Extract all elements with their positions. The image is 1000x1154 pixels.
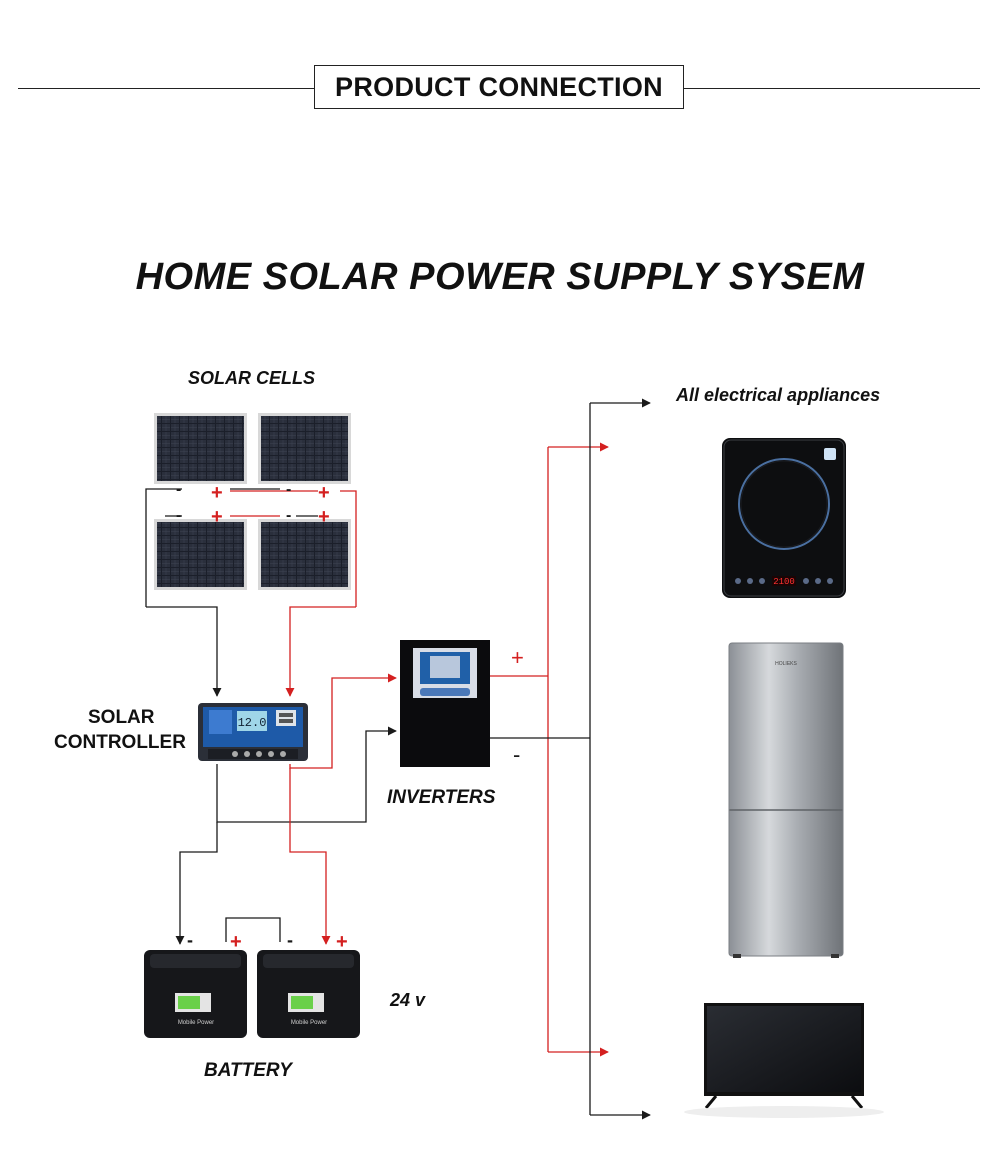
polarity-plus: +	[318, 482, 330, 504]
battery-polarity-marks: - + - +	[187, 930, 348, 953]
refrigerator-appliance: HOLIEKS	[728, 642, 844, 958]
solar-panel-bottom-left	[154, 519, 247, 590]
inverter-output-wiring	[490, 398, 651, 1120]
solar-controller: 12.0	[198, 703, 308, 761]
panel-wiring	[145, 488, 357, 697]
polarity-minus: -	[513, 742, 520, 767]
cooktop-display-readout: 2100	[773, 577, 795, 587]
polarity-plus: +	[318, 506, 330, 528]
polarity-minus: -	[287, 930, 293, 950]
inverter	[400, 640, 490, 767]
induction-cooktop-appliance: 2100	[722, 438, 846, 598]
battery-brand-text: Mobile Power	[291, 1020, 327, 1026]
controller-inverter-wiring	[216, 673, 397, 823]
battery-brand-text: Mobile Power	[178, 1020, 214, 1026]
polarity-minus: -	[286, 481, 291, 498]
page-title: HOME SOLAR POWER SUPPLY SYSEM	[135, 256, 865, 298]
voltage-label: 24 v	[390, 990, 426, 1010]
polarity-plus: +	[230, 931, 242, 953]
solar-controller-label-line1: SOLAR	[88, 707, 155, 728]
inverters-label: INVERTERS	[387, 787, 496, 808]
section-header: PRODUCT CONNECTION	[314, 65, 684, 109]
polarity-plus: +	[336, 931, 348, 953]
battery-right: Mobile Power	[257, 950, 360, 1038]
solar-panel-bottom-right	[258, 519, 351, 590]
polarity-plus: +	[211, 482, 223, 504]
polarity-plus: +	[211, 506, 223, 528]
appliances-label: All electrical appliances	[676, 385, 881, 405]
solar-controller-label-line2: CONTROLLER	[54, 732, 186, 753]
television-appliance	[684, 1003, 884, 1118]
fridge-brand: HOLIEKS	[775, 661, 797, 667]
controller-battery-wiring	[175, 768, 331, 945]
panel-polarity-marks: - + - + - + - +	[176, 481, 330, 528]
battery-left: Mobile Power	[144, 950, 247, 1038]
polarity-minus: -	[286, 507, 291, 524]
solar-cells-label: SOLAR CELLS	[188, 368, 316, 388]
battery-label: BATTERY	[204, 1060, 292, 1081]
header-rule-right	[684, 88, 980, 89]
polarity-minus: -	[176, 507, 181, 524]
inverter-polarity-marks: + -	[511, 645, 524, 767]
solar-panel-top-left	[154, 413, 247, 484]
polarity-minus: -	[176, 481, 181, 498]
polarity-minus: -	[187, 930, 193, 950]
controller-display-readout: 12.0	[238, 716, 267, 730]
polarity-plus: +	[511, 645, 524, 670]
header-rule-left	[18, 88, 314, 89]
solar-panel-top-right	[258, 413, 351, 484]
